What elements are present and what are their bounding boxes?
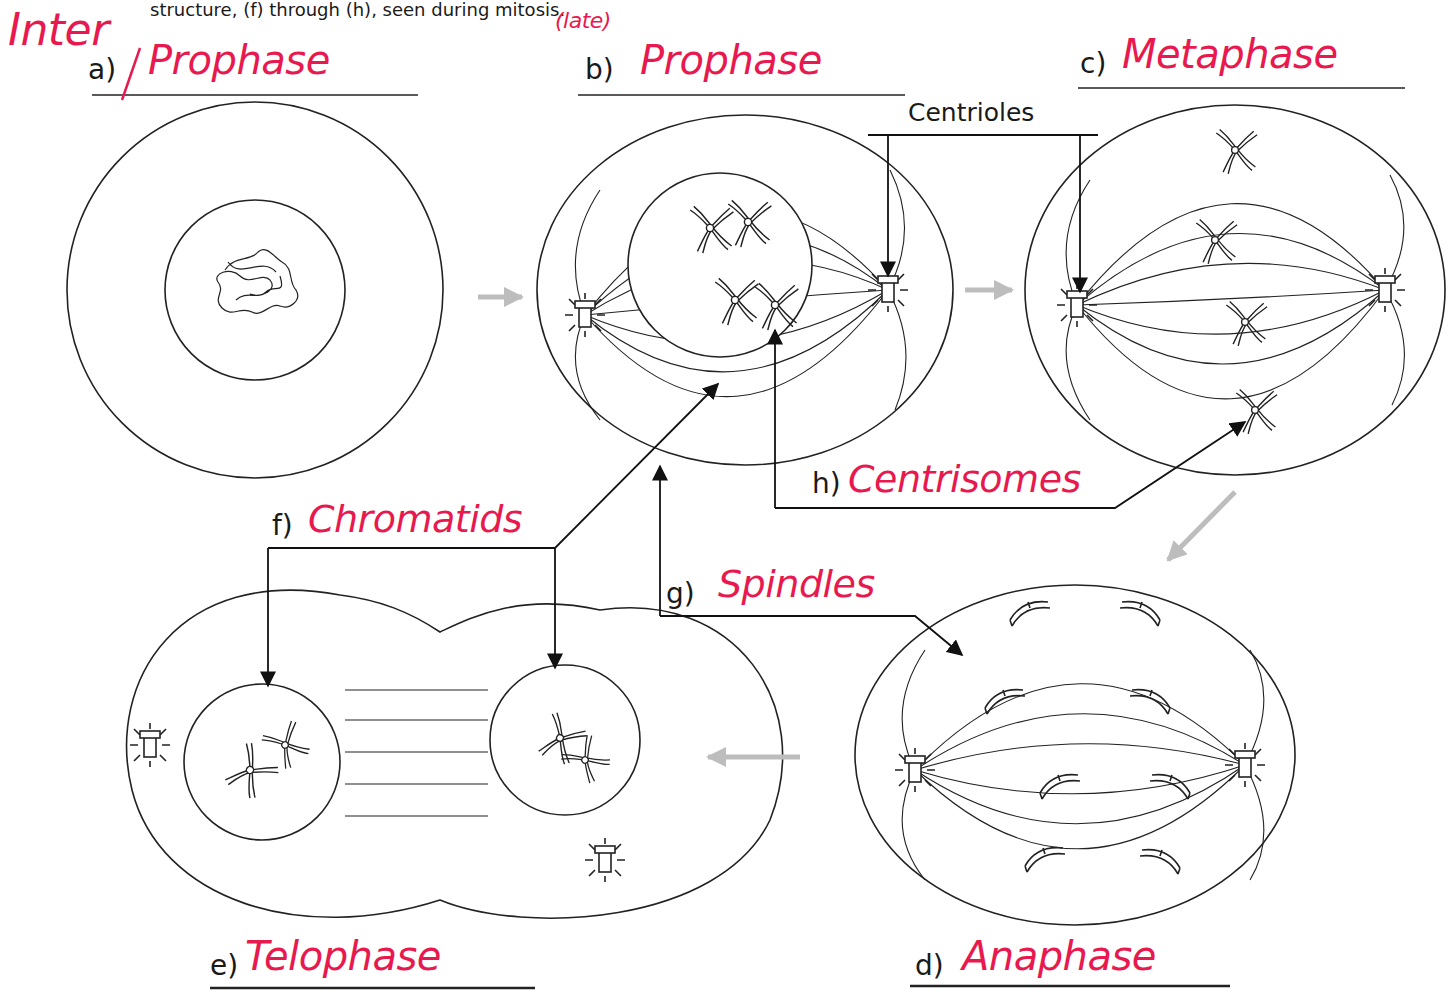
structure-name: Chromatids xyxy=(308,500,522,538)
part-letter: g) xyxy=(666,580,695,608)
part-letter: d) xyxy=(915,952,944,980)
part-label: Centrioles xyxy=(908,100,1034,125)
stage-name: Metaphase xyxy=(1122,34,1338,74)
structure-name: Spindles xyxy=(718,565,875,603)
stage-name: Telophase xyxy=(245,936,441,976)
part-letter: b) xyxy=(585,56,614,84)
structure-name: Centrisomes xyxy=(848,460,1081,498)
part-letter: f) xyxy=(272,512,293,540)
instruction-text: structure, (f) through (h), seen during … xyxy=(150,1,565,19)
stage-name: Prophase xyxy=(640,40,822,80)
part-letter: h) xyxy=(812,470,841,498)
handwritten-note: (late) xyxy=(555,10,611,32)
part-letter: e) xyxy=(210,952,238,980)
stage-name: Anaphase xyxy=(962,936,1156,976)
part-letter: c) xyxy=(1080,50,1106,78)
part-letter: a) xyxy=(88,56,116,84)
handwritten-note: Inter xyxy=(8,8,109,52)
stage-name: Prophase xyxy=(148,40,330,80)
